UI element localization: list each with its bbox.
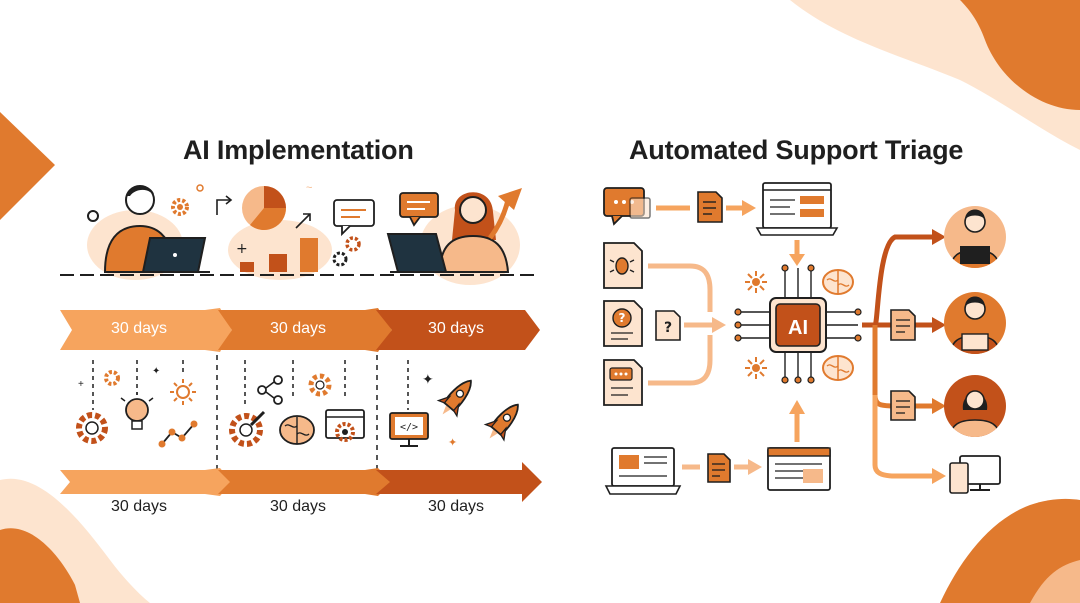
monitor-icon [949, 455, 1001, 494]
phase-2-icons [229, 360, 365, 447]
gear-icon [332, 251, 348, 267]
svg-text:+: + [78, 379, 84, 390]
svg-text:✦: ✦ [152, 366, 160, 377]
laptop-icon [604, 447, 682, 495]
svg-text:?: ? [619, 311, 626, 325]
phase-arrows-bottom [60, 462, 542, 502]
phase-3-arrow-label: 30 days [427, 320, 485, 337]
browser-icon [325, 409, 365, 442]
phase-3-duration-label: 30 days [427, 498, 485, 515]
chat-bubble-icon [399, 192, 439, 227]
agent-avatar-icon [944, 206, 1006, 268]
left-panel-title: AI Implementation [183, 135, 414, 165]
right-panel-title: Automated Support Triage [629, 135, 964, 165]
svg-text:</>: </> [400, 422, 418, 433]
wrench-gear-icon [229, 410, 266, 447]
bug-report-icon [603, 242, 643, 289]
svg-text:+: + [236, 241, 248, 257]
gear-icon [308, 373, 332, 397]
code-monitor-icon: </> [389, 412, 429, 447]
sparkle-icon [745, 357, 767, 379]
phase-arrow-2 [218, 308, 392, 352]
rocket-icon [436, 379, 472, 418]
left-hero-illustration: + ~ [60, 182, 540, 285]
question-doc-icon: ? [603, 300, 643, 347]
svg-text:✦: ✦ [422, 371, 434, 387]
right-flow-diagram: ? ? [603, 182, 1006, 495]
lightbulb-icon [120, 392, 154, 430]
svg-text:✦: ✦ [448, 437, 457, 449]
ai-chip-label: AI [788, 317, 808, 339]
chat-bubble-icon [603, 187, 651, 226]
svg-text:?: ? [664, 320, 672, 336]
sparkle-icon [170, 379, 196, 405]
phase-arrows-top [60, 308, 540, 352]
agent-avatar-icon [944, 292, 1006, 354]
brain-icon [279, 415, 315, 445]
svg-text:~: ~ [306, 182, 312, 194]
ai-chip-icon: AI [734, 264, 862, 384]
gear-icon [171, 198, 189, 216]
gear-icon [104, 370, 120, 386]
agent-avatar-icon [944, 375, 1006, 437]
person-laptop-icon [103, 185, 210, 273]
sparkle-icon [745, 271, 767, 293]
brain-icon [822, 355, 854, 381]
phase-2-arrow-label: 30 days [269, 320, 327, 337]
phase-1-icons: + ✦ [76, 360, 198, 448]
document-icon [707, 453, 731, 483]
brain-icon [822, 269, 854, 295]
gear-icon [345, 236, 361, 252]
phase-arrow-1 [60, 308, 232, 352]
chat-bubble-icon [333, 199, 375, 237]
phase-1-arrow-label: 30 days [110, 320, 168, 337]
person-laptop-icon [386, 192, 510, 273]
network-icon [257, 375, 283, 405]
document-icon [890, 390, 916, 421]
message-doc-icon [603, 359, 643, 406]
phase-1-duration-label: 30 days [110, 498, 168, 515]
question-doc-icon: ? [655, 310, 681, 341]
document-icon [697, 191, 723, 223]
document-icon [890, 309, 916, 341]
browser-icon [767, 447, 831, 491]
pie-chart-icon [242, 186, 287, 231]
network-icon [158, 420, 198, 448]
laptop-icon [755, 182, 839, 236]
rocket-icon [483, 403, 519, 442]
phase-2-duration-label: 30 days [269, 498, 327, 515]
gear-icon [76, 412, 108, 444]
bar-chart-icon [240, 213, 318, 272]
phase-3-icons: </> ✦ ✦ [389, 360, 519, 449]
growth-arrow-icon [488, 188, 522, 240]
phase-arrow-3 [376, 310, 540, 350]
